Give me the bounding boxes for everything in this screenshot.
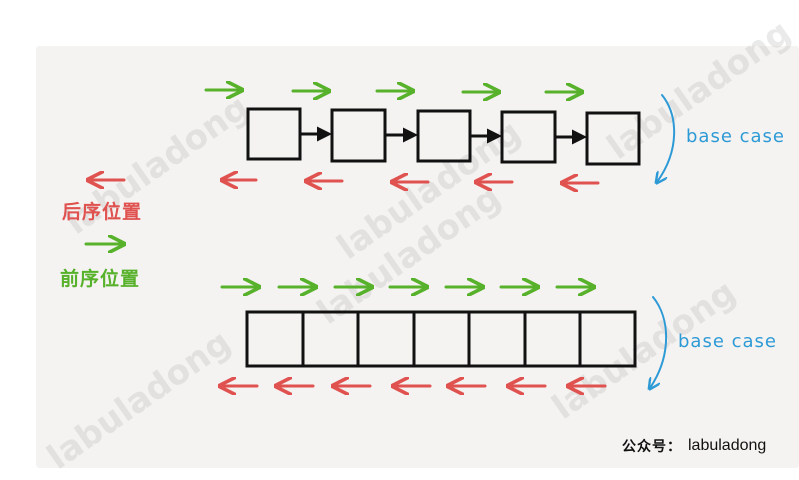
- list-node: [416, 109, 472, 163]
- array-cell: [578, 310, 637, 368]
- linked-list-diagram: [204, 90, 676, 183]
- array-cell: [356, 310, 416, 368]
- array-cell: [523, 310, 582, 368]
- footer-seal: 公众号：: [622, 439, 682, 455]
- array-cell: [412, 310, 471, 368]
- list-node: [246, 107, 302, 161]
- base-case-label: base case: [678, 331, 778, 352]
- legend-pre-order-label: 前序位置: [60, 268, 141, 290]
- base-case-return-arrow: [657, 94, 676, 182]
- footer-credit: 公众号： labuladong: [622, 436, 766, 456]
- array-diagram: [220, 287, 668, 388]
- base-case-label: base case: [686, 126, 786, 147]
- list-node: [330, 108, 387, 163]
- list-node: [585, 111, 641, 166]
- list-node: [500, 110, 557, 164]
- footer-handle: labuladong: [688, 437, 767, 454]
- array-cell: [245, 310, 305, 368]
- legend-post-order-label: 后序位置: [62, 201, 143, 223]
- array-cell: [467, 310, 527, 368]
- array-cell: [301, 310, 360, 368]
- base-case-return-arrow: [650, 296, 668, 388]
